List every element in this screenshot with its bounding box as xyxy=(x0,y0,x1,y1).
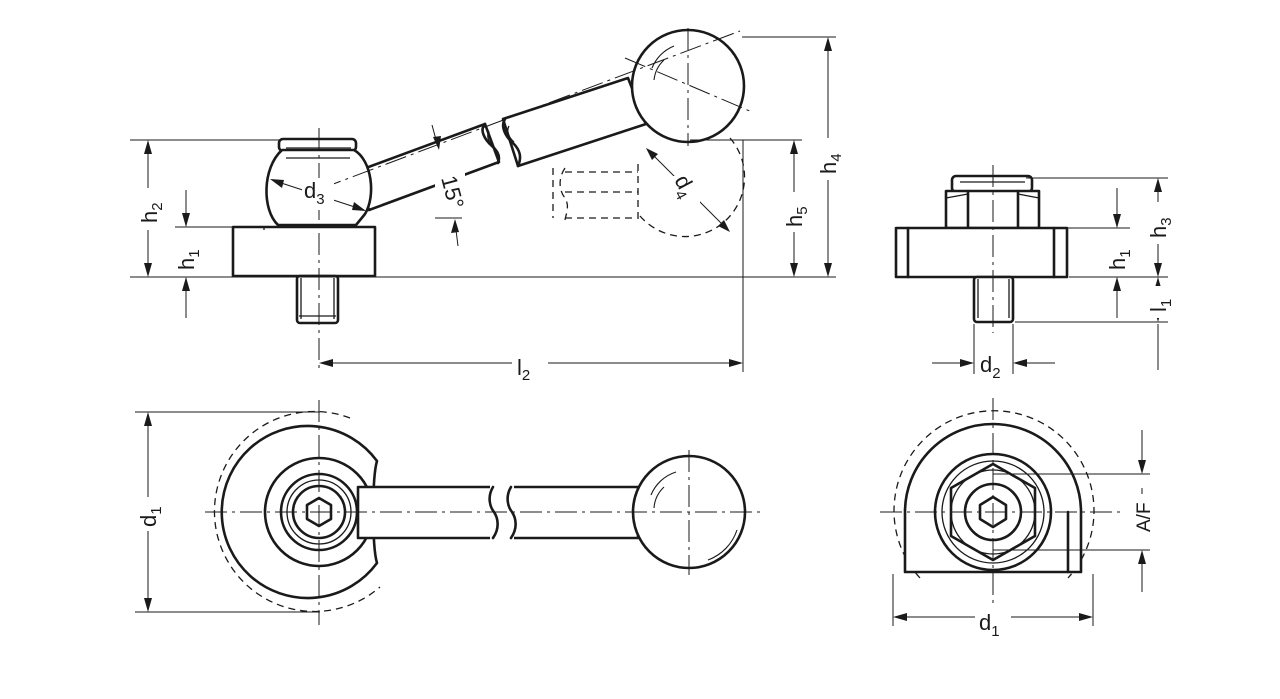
hidden-lever-position xyxy=(552,137,746,238)
side-base-plate xyxy=(894,226,1069,279)
side-nut-top xyxy=(950,174,1034,194)
lever-rod-near xyxy=(353,122,501,212)
top-view xyxy=(205,400,760,625)
label-d2: d2 xyxy=(980,352,1001,382)
label-d1-left: d1 xyxy=(136,506,165,527)
label-d1-right: d1 xyxy=(979,610,1000,640)
label-h2: h2 xyxy=(137,202,166,223)
bottom-right-view xyxy=(880,398,1120,625)
label-h3: h3 xyxy=(1146,217,1175,238)
dimension-labels: h2 h1 d3 15° d4 h5 h4 l2 h3 h1 l1 d2 xyxy=(134,138,1175,640)
label-h1-left: h1 xyxy=(174,249,203,270)
lever-rod-far xyxy=(501,76,648,168)
side-view xyxy=(894,165,1069,333)
label-h1-right: h1 xyxy=(1105,249,1134,270)
label-h5: h5 xyxy=(782,206,811,227)
front-view xyxy=(231,28,753,372)
br-hex-socket xyxy=(978,495,1008,529)
label-d3: d3 xyxy=(304,178,325,208)
label-h4: h4 xyxy=(816,153,845,174)
label-l2: l2 xyxy=(517,355,530,384)
threaded-stud xyxy=(295,274,340,325)
base-plate xyxy=(231,225,377,278)
label-af: A/F xyxy=(1134,502,1155,532)
label-l1: l1 xyxy=(1146,299,1175,312)
